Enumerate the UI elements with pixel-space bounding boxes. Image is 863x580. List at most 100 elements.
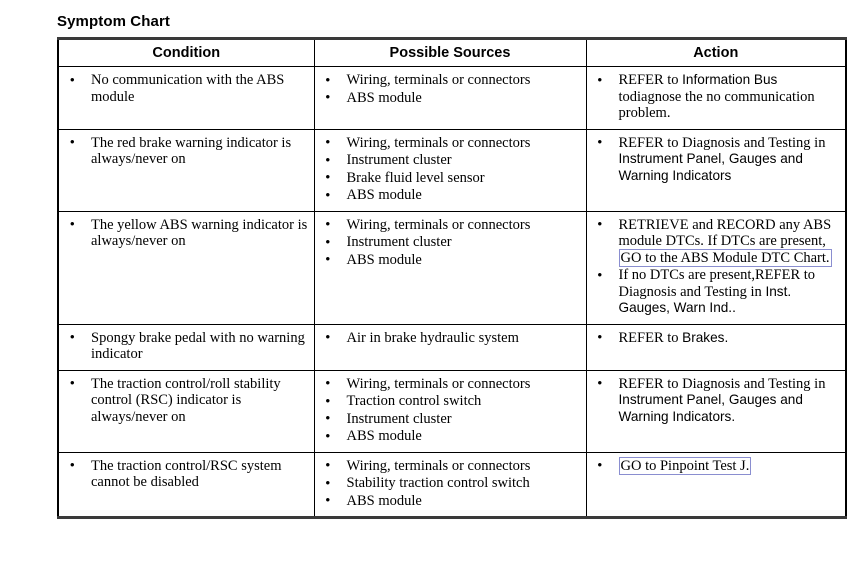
condition-list: No communication with the ABS module (65, 72, 308, 105)
list-item: The yellow ABS warning indicator is alwa… (65, 216, 308, 250)
table-row: The traction control/roll stability cont… (57, 370, 847, 453)
action-reference-text: Information Bus (682, 72, 778, 87)
cell-condition: The traction control/roll stability cont… (57, 370, 315, 453)
list-item: Instrument cluster (321, 152, 580, 169)
column-header-action: Action (585, 37, 847, 67)
action-reference-text: Instrument Panel, Gauges and Warning Ind… (618, 392, 803, 424)
sources-list: Air in brake hydraulic system (321, 329, 580, 347)
action-text: RETRIEVE and RECORD any ABS module DTCs.… (618, 216, 832, 250)
list-item: Instrument cluster (321, 234, 580, 251)
list-item: The traction control/roll stability cont… (65, 375, 308, 426)
action-list: RETRIEVE and RECORD any ABS module DTCs.… (593, 216, 840, 317)
action-reference-text: Instrument Panel, Gauges and Warning Ind… (618, 151, 803, 183)
list-item: REFER to Diagnosis and Testing in Instru… (593, 375, 840, 426)
list-item: ABS module (321, 428, 580, 445)
condition-list: The yellow ABS warning indicator is alwa… (65, 216, 308, 250)
condition-list: The traction control/RSC system cannot b… (65, 457, 308, 491)
cell-possible-sources: Wiring, terminals or connectorsInstrumen… (313, 129, 587, 212)
cell-condition: The red brake warning indicator is alway… (57, 129, 315, 212)
list-item-text: The traction control/roll stability cont… (91, 375, 281, 425)
cell-action: REFER to Information Bus todiagnose the … (585, 66, 847, 130)
table-header: Condition Possible Sources Action (57, 37, 847, 67)
cell-condition: No communication with the ABS module (57, 66, 315, 130)
sources-list: Wiring, terminals or connectorsInstrumen… (321, 216, 580, 269)
list-item: Instrument cluster (321, 410, 580, 428)
action-text: to (618, 88, 630, 105)
action-list: REFER to Brakes. (593, 329, 840, 347)
list-item-text: The yellow ABS warning indicator is alwa… (91, 216, 308, 250)
list-item: ABS module (321, 89, 580, 107)
list-item-text: Wiring, terminals or connectors (346, 216, 531, 233)
table-row: The yellow ABS warning indicator is alwa… (57, 211, 847, 325)
cell-possible-sources: Wiring, terminals or connectorsTraction … (313, 370, 587, 453)
cell-action: GO to Pinpoint Test J. (585, 452, 847, 519)
list-item-text: The traction control/RSC system cannot b… (91, 457, 282, 491)
cell-possible-sources: Wiring, terminals or connectorsInstrumen… (313, 211, 587, 325)
list-item: REFER to Information Bus todiagnose the … (593, 72, 840, 122)
table-row: The traction control/RSC system cannot b… (57, 452, 847, 519)
list-item-text: Traction control switch (346, 393, 482, 409)
list-item-text: Brake fluid level sensor (346, 169, 485, 186)
table-body: No communication with the ABS moduleWiri… (57, 66, 847, 519)
action-text: If no DTCs are present, (618, 267, 756, 283)
list-item: Wiring, terminals or connectors (321, 134, 580, 152)
list-item: GO to Pinpoint Test J. (593, 456, 840, 475)
action-text: REFER to Diagnosis and (618, 267, 816, 300)
list-item-text: Air in brake hydraulic system (346, 329, 519, 346)
symptom-chart-table: Condition Possible Sources Action No com… (57, 37, 847, 519)
list-item: No communication with the ABS module (65, 72, 308, 105)
list-item-text: Stability traction control switch (346, 475, 530, 491)
list-item: Wiring, terminals or connectors (321, 216, 580, 234)
list-item-text: Instrument cluster (346, 234, 452, 250)
column-header-possible-sources: Possible Sources (313, 37, 587, 67)
action-text: REFER to (618, 329, 683, 346)
cell-action: REFER to Diagnosis and Testing in Instru… (585, 129, 847, 212)
list-item-text: Instrument cluster (346, 410, 452, 427)
cross-reference-link[interactable]: GO to the ABS Module DTC Chart. (618, 248, 832, 267)
table-row: Spongy brake pedal with no warning indic… (57, 324, 847, 371)
cell-possible-sources: Air in brake hydraulic system (313, 324, 587, 371)
list-item: Air in brake hydraulic system (321, 329, 580, 347)
action-text: REFER to (618, 72, 683, 88)
list-item-text: Wiring, terminals or connectors (346, 134, 531, 151)
condition-list: Spongy brake pedal with no warning indic… (65, 329, 308, 363)
action-text: REFER to Diagnosis and Testing in (618, 375, 826, 392)
cross-reference-link[interactable]: GO to Pinpoint Test J. (618, 456, 752, 475)
column-header-condition: Condition (57, 37, 315, 67)
list-item-text: The red brake warning indicator is alway… (91, 134, 292, 168)
list-item-text: Spongy brake pedal with no warning indic… (91, 329, 305, 363)
list-item-text: ABS module (346, 89, 422, 106)
list-item-text: Wiring, terminals or connectors (346, 72, 531, 88)
list-item-text: No communication with the ABS module (91, 72, 285, 105)
action-list: GO to Pinpoint Test J. (593, 456, 840, 475)
table-row: The red brake warning indicator is alway… (57, 129, 847, 212)
list-item-text: Instrument cluster (346, 152, 452, 168)
list-item: ABS module (321, 187, 580, 204)
action-reference-text: Brakes. (682, 329, 729, 345)
list-item: RETRIEVE and RECORD any ABS module DTCs.… (593, 216, 840, 267)
action-text: diagnose the no communication problem. (618, 88, 815, 122)
list-item: REFER to Diagnosis and Testing in Instru… (593, 134, 840, 185)
cell-condition: The yellow ABS warning indicator is alwa… (57, 211, 315, 325)
table-row: No communication with the ABS module Wiri… (57, 66, 847, 130)
list-item: Stability traction control switch (321, 475, 580, 492)
list-item-text: Wiring, terminals or connectors (346, 457, 531, 474)
list-item: If no DTCs are present,REFER to Diagnosi… (593, 267, 840, 317)
list-item: REFER to Brakes. (593, 329, 840, 347)
cell-action: REFER to Brakes. (585, 324, 847, 371)
list-item-text: ABS module (346, 187, 422, 203)
sources-list: Wiring, terminals or connectorsInstrumen… (321, 134, 580, 204)
list-item: The red brake warning indicator is alway… (65, 134, 308, 168)
list-item-text: ABS module (346, 492, 422, 509)
list-item: ABS module (321, 492, 580, 510)
action-text: Testing in (701, 283, 766, 300)
cell-action: REFER to Diagnosis and Testing in Instru… (585, 370, 847, 453)
sources-list: Wiring, terminals or connectorsABS modul… (321, 72, 580, 106)
list-item-text: ABS module (346, 428, 422, 444)
condition-list: The traction control/roll stability cont… (65, 375, 308, 426)
cell-action: RETRIEVE and RECORD any ABS module DTCs.… (585, 211, 847, 325)
list-item: Traction control switch (321, 393, 580, 410)
sources-list: Wiring, terminals or connectorsTraction … (321, 375, 580, 445)
list-item: Wiring, terminals or connectors (321, 457, 580, 475)
action-reference-text: Inst. Gauges, Warn Ind.. (618, 283, 792, 316)
